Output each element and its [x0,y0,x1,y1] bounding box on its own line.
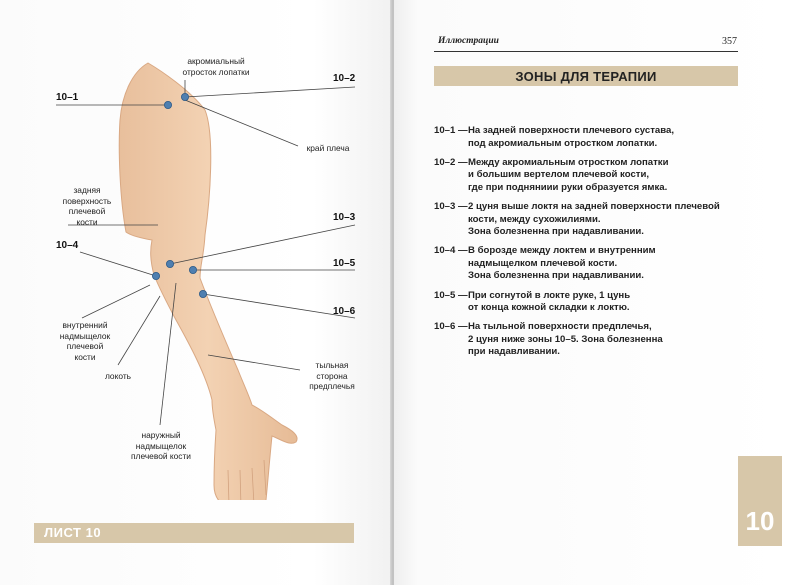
label-dorsal-forearm: тыльная сторона предплечья [309,360,355,391]
label-medial-epicondyle: внутренний надмыщелок плечевой кости [59,320,111,362]
item-text: В борозде между локтем и внутренним надм… [468,245,656,282]
zone-dot-10-5 [188,265,197,274]
finger-lines [227,459,267,508]
label-lateral-epicondyle: наружный надмыщелок плечевой кости [131,430,191,461]
label-acromion: акромиальный отросток лопатки [182,56,250,77]
item-text: На тыльной поверхности предплечья, 2 цун… [468,321,663,358]
zone-label-10-6: 10–6 [333,306,356,317]
sheet-title: ЛИСТ 10 [44,525,102,540]
item-code: 10–1 — [434,125,468,136]
zone-dot-10-6 [198,289,207,298]
zone-label-10-4: 10–4 [56,240,79,251]
item-text: 2 цуня выше локтя на задней поверхности … [468,200,720,238]
chapter-tab: 10 [738,456,782,546]
label-elbow: локоть [104,371,132,381]
zone-label-10-1: 10–1 [56,92,79,103]
zone-dot-10-2 [180,93,189,102]
item-code: 10–2 — [434,156,468,168]
item-text: При согнутой в локте руке, 1 цунь от кон… [468,289,631,314]
item-code: 10–4 — [434,245,468,257]
label-shoulder-edge: край плеча [306,143,350,153]
item-code: 10–5 — [434,289,468,301]
zone-dot-10-4 [151,271,160,280]
zone-dot-10-3 [165,259,174,268]
page-number: 357 [722,36,737,47]
section-title: ЗОНЫ ДЛЯ ТЕРАПИИ [515,69,657,84]
item-code: 10–6 — [434,321,468,333]
arm-drawing [56,62,356,508]
right-page: Иллюстрации 357 ЗОНЫ ДЛЯ ТЕРАПИИ 10–1 — … [394,0,788,585]
section-title-bar: ЗОНЫ ДЛЯ ТЕРАПИИ [434,66,738,86]
zone-dot-10-1 [163,101,172,110]
list-item: 10–5 — При согнутой в локте руке, 1 цунь… [434,290,724,315]
item-text: Между акромиальным отростком лопатки и б… [468,156,669,193]
list-item: 10–4 — В борозде между локтем и внутренн… [434,245,724,283]
book-gutter [390,0,396,585]
item-text: На задней поверхности плечевого сустава,… [468,125,675,149]
list-item: 10–3 — 2 цуня выше локтя на задней повер… [434,201,724,239]
zone-label-10-2: 10–2 [333,73,356,84]
zone-label-10-5: 10–5 [333,258,356,269]
left-page: акромиальный отросток лопатки край плеча… [0,0,392,585]
running-head: Иллюстрации [438,36,499,46]
item-code: 10–3 — [434,200,468,212]
chapter-tab-number: 10 [745,506,775,536]
leader-lines [56,80,356,426]
header-rule [434,51,738,52]
list-item: 10–1 — На задней поверхности плечевого с… [434,125,724,150]
label-posterior-humerus: задняя поверхность плечевой кости [62,185,112,227]
list-item: 10–6 — На тыльной поверхности предплечья… [434,321,724,359]
sheet-title-bar: ЛИСТ 10 [34,523,354,543]
zone-label-10-3: 10–3 [333,212,356,223]
zone-list: 10–1 — На задней поверхности плечевого с… [434,125,724,366]
list-item: 10–2 — Между акромиальным отростком лопа… [434,157,724,195]
arm-illustration: акромиальный отросток лопатки край плеча… [0,0,392,508]
zone-dots [151,93,207,298]
